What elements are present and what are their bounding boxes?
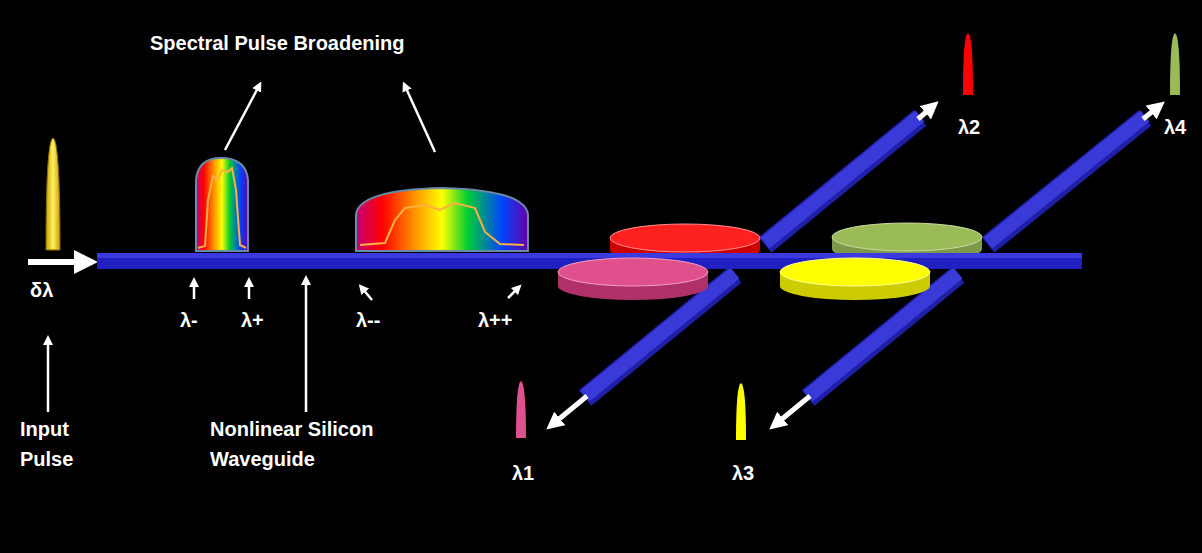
channel-label: λ4 (1164, 112, 1198, 142)
input-pulse (46, 138, 60, 250)
ring-resonator (558, 258, 708, 300)
output-arrow (776, 396, 810, 424)
channel-label: λ3 (732, 458, 772, 488)
wavelength-label: λ+ (241, 305, 281, 335)
output-pulse (736, 383, 746, 440)
output-arrow (1143, 107, 1158, 119)
output-pulse (516, 381, 526, 438)
output-arrow (553, 396, 587, 424)
input-arrow (28, 259, 86, 265)
wavelength-label: λ- (180, 305, 220, 335)
ring-resonator (780, 258, 930, 300)
heading-label: Spectral Pulse Broadening (150, 28, 490, 58)
broadened-spectrum (356, 188, 528, 251)
channel-label: λ1 (512, 458, 552, 488)
part-label: Nonlinear Silicon Waveguide (210, 414, 440, 474)
leader-arrows (48, 86, 518, 412)
output-pulse (963, 33, 973, 95)
wavelength-label: λ-- (356, 305, 406, 335)
output-pulse (1170, 33, 1180, 95)
wavelength-label: λ++ (478, 305, 538, 335)
part-label: Input Pulse (20, 414, 95, 474)
broadened-spectrum (196, 158, 248, 251)
bandwidth-label: δλ (30, 275, 90, 305)
output-arrow (918, 107, 932, 119)
channel-label: λ2 (958, 112, 998, 142)
